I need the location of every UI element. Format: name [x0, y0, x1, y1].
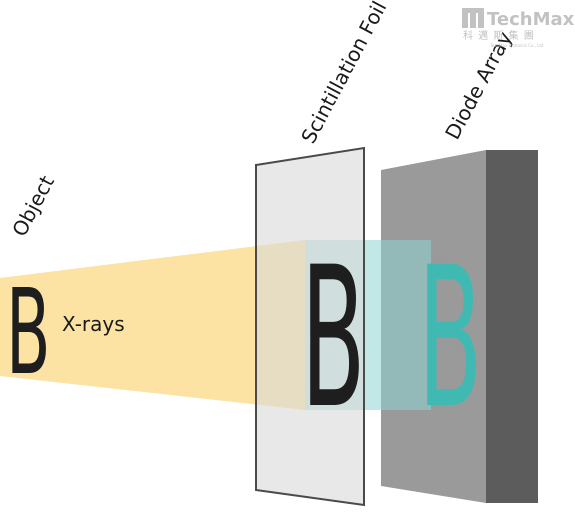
- diode-array-front: [381, 150, 486, 503]
- logo-tagline: TechMax Technical Co., Ltd.: [489, 43, 545, 48]
- scintillation-foil-label: Scintillation Foil: [296, 0, 391, 147]
- logo-brand: TechMax: [487, 9, 575, 30]
- object-glyph: B: [6, 265, 51, 401]
- logo-chinese: 科 邁 斯 集 團: [463, 29, 535, 42]
- logo-mark-icon: [462, 8, 484, 28]
- object-label: Object: [7, 171, 59, 240]
- xray-beam: [0, 240, 305, 410]
- foil-glyph: B: [301, 226, 365, 451]
- techmax-logo: TechMax 科 邁 斯 集 團 TechMax Technical Co.,…: [462, 8, 575, 48]
- xrays-label: X-rays: [62, 312, 125, 336]
- diode-glyph: B: [418, 226, 482, 451]
- diode-array-side: [486, 150, 538, 503]
- scintillation-foil-panel: [255, 146, 365, 507]
